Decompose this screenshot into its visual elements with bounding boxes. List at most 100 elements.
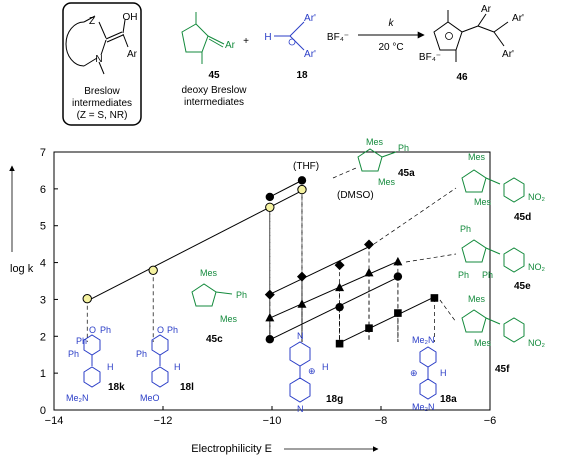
structure-45d: Mes Mes NO₂ 45d: [461, 152, 546, 223]
compound-18-ar2: Ar': [304, 49, 316, 60]
fit-lines: [87, 179, 435, 344]
structure-18g-h: H: [322, 362, 329, 372]
fit-line-45f: [339, 296, 435, 344]
reaction-scheme: Z N OH Ar Breslow intermediates (Z = S, …: [62, 2, 524, 126]
compound-45-number: 45: [208, 70, 220, 81]
y-tick-label: 2: [40, 331, 46, 343]
breslow-oh-label: OH: [123, 12, 138, 23]
y-tick-label: 1: [40, 368, 46, 380]
structure-45e-name: 45e: [514, 281, 531, 292]
structure-18g-name: 18g: [326, 394, 343, 405]
x-tick-label: −12: [154, 415, 173, 427]
annotation-thf: (THF): [293, 161, 319, 172]
structure-18k-h: H: [107, 362, 114, 372]
structure-45c: Mes Ph Mes 45c: [191, 268, 247, 345]
data-point-45d: [264, 289, 275, 300]
structure-45c-mes-top: Mes: [200, 268, 218, 278]
structure-18l-ph-top: Ph: [167, 325, 178, 335]
structure-18l: O Ph Ph H MeO 18l: [136, 325, 194, 403]
compound-46: Ar Ar' Ar' BF₄⁻ 46: [419, 4, 524, 83]
data-point-45a: [297, 184, 307, 195]
compound-45-ar: Ar: [225, 40, 236, 51]
x-tick-label: −14: [45, 415, 64, 427]
structure-18a-nme2-top: Me₂N: [412, 335, 435, 345]
fit-line-45d: [269, 246, 370, 295]
compound-45: Ar 45 deoxy Breslow intermediates: [181, 12, 247, 108]
structure-45e-ph-top: Ph: [460, 224, 471, 234]
structure-45a-mes-bottom: Mes: [378, 177, 396, 187]
breslow-ar-label: Ar: [127, 49, 138, 60]
structure-45f: Mes Mes NO₂ 45f: [461, 294, 546, 375]
structure-45a-mes-top: Mes: [366, 137, 384, 147]
structure-45d-mes-top: Mes: [468, 152, 486, 162]
data-point-45a: [265, 192, 275, 202]
data-points: [82, 176, 439, 348]
structure-18k: Ph O Ph Ph H Me₂N 18k: [66, 325, 125, 403]
structure-18k-o: O: [89, 325, 96, 335]
fit-line-45c: [269, 276, 399, 341]
structure-18g-n-top: N: [297, 331, 304, 341]
structure-45d-mes-bottom: Mes: [474, 197, 492, 207]
data-point-45e: [335, 282, 345, 292]
structure-18g-n-bottom: N: [297, 404, 304, 414]
compound-46-counterion: BF₄⁻: [419, 52, 441, 63]
structure-45f-name: 45f: [495, 364, 510, 375]
fit-line-45e: [269, 260, 399, 319]
data-point-45a: [82, 293, 92, 304]
data-point-45e: [297, 299, 307, 308]
breslow-caption-line1: Breslow: [84, 86, 120, 97]
compound-45-caption-line1: deoxy Breslow: [181, 85, 247, 96]
data-point-45d: [364, 239, 375, 250]
breslow-box: Z N OH Ar Breslow intermediates (Z = S, …: [62, 2, 142, 126]
y-axis-title: log k: [10, 263, 34, 275]
data-point-45f: [430, 294, 439, 302]
structure-18a-nme2-bottom: Me₂N: [412, 402, 435, 412]
data-point-45d: [334, 260, 345, 271]
x-tick-label: −10: [263, 415, 282, 427]
compound-18-counterion: BF₄⁻: [327, 32, 349, 43]
data-point-45a: [148, 265, 158, 276]
structure-45f-mes-top: Mes: [468, 294, 486, 304]
y-tick-label: 3: [40, 294, 46, 306]
arrow-label-k: k: [389, 18, 395, 29]
data-point-45a: [297, 176, 307, 185]
structure-18a: Me₂N ⊕ H Me₂N 18a: [410, 335, 457, 412]
structure-18a-h: H: [440, 368, 447, 378]
breslow-z-atom: Z: [89, 16, 95, 27]
structure-45e-ph-right: Ph: [482, 270, 493, 280]
structure-18l-ome: MeO: [140, 393, 160, 403]
compound-18-ar1: Ar': [304, 13, 316, 24]
structure-18l-ph-side: Ph: [136, 349, 147, 359]
drop-lines: [86, 180, 435, 344]
breslow-caption-line2: intermediates: [72, 98, 132, 109]
structure-45f-mes-bottom: Mes: [474, 338, 492, 348]
x-tick-label: −8: [375, 415, 388, 427]
structure-18k-ph-top: Ph: [100, 325, 111, 335]
reaction-arrow: k 20 °C: [358, 18, 425, 53]
compound-18-number: 18: [296, 70, 308, 81]
structure-45c-mes-bottom: Mes: [220, 314, 238, 324]
structure-45e: Ph Ph Ph NO₂ 45e: [458, 224, 546, 292]
data-point-45d: [296, 271, 307, 282]
leader-lines: [332, 167, 457, 323]
y-tick-label: 7: [40, 147, 46, 159]
data-point-45f: [335, 339, 344, 348]
structure-45a-name: 45a: [398, 168, 415, 179]
structure-18a-name: 18a: [440, 394, 457, 405]
structure-18k-nme2: Me₂N: [66, 393, 89, 403]
structure-18l-name: 18l: [180, 382, 194, 393]
structure-18g: N N ⊕ H 18g: [289, 331, 343, 414]
x-axis-title: Electrophilicity E: [191, 443, 272, 455]
structure-18l-o: O: [157, 325, 164, 335]
compound-45-caption-line2: intermediates: [184, 97, 244, 108]
structure-18l-h: H: [174, 362, 181, 372]
structure-45c-ph: Ph: [236, 290, 247, 300]
fit-line-45a: [269, 179, 303, 198]
compound-46-ar1-prime: Ar': [512, 13, 524, 24]
structure-45f-no2: NO₂: [528, 338, 546, 348]
structure-45d-name: 45d: [514, 212, 531, 223]
data-point-45e: [265, 312, 275, 322]
structure-18a-plus: ⊕: [410, 368, 418, 378]
